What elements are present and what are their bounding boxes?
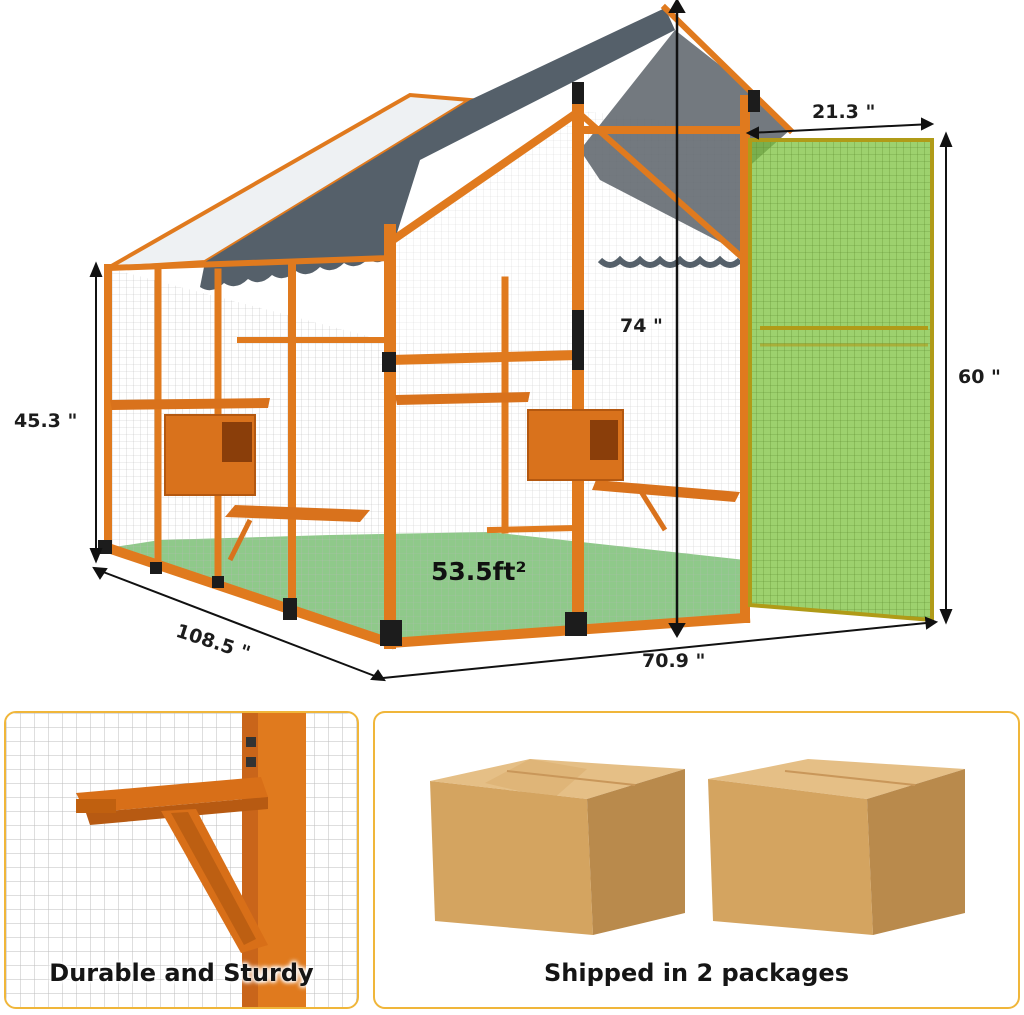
durable-caption: Durable and Sturdy xyxy=(49,959,314,987)
roof-shade-cloth xyxy=(200,8,675,291)
door-height-label: 60 " xyxy=(958,366,1001,388)
side-height-label: 45.3 " xyxy=(14,410,78,432)
box-2 xyxy=(708,759,965,935)
shipping-caption: Shipped in 2 packages xyxy=(544,959,849,987)
width-label: 70.9 " xyxy=(642,650,706,672)
roof-mesh-right xyxy=(580,30,790,255)
floor-area-label: 53.5ft² xyxy=(431,557,527,586)
catio-illustration xyxy=(89,0,953,682)
back-mesh-wall xyxy=(390,340,745,643)
door-width-label: 21.3 " xyxy=(812,101,876,123)
box-1 xyxy=(430,759,685,935)
cat-shelves xyxy=(110,392,740,562)
feature-panel-shipping: Shipped in 2 packages xyxy=(373,711,1020,1009)
peak-height-label: 74 " xyxy=(620,315,663,337)
cardboard-boxes xyxy=(430,759,965,935)
corner-brackets xyxy=(98,82,760,646)
dimension-lines xyxy=(89,0,953,682)
shelf-bracket-closeup xyxy=(6,713,357,1007)
feature-panel-durable: Durable and Sturdy xyxy=(4,711,359,1009)
